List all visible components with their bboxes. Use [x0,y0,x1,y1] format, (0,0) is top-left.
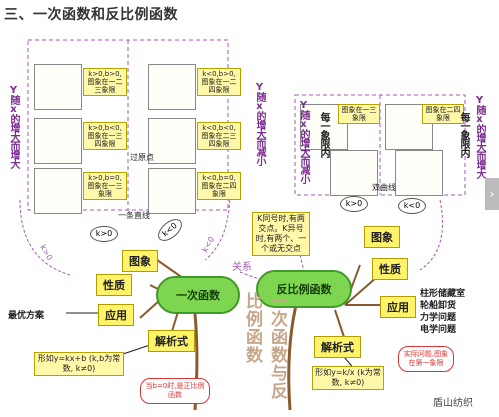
relation-label: 关系 [232,262,252,273]
linear-function-cloud: 一次函数 [156,276,240,314]
graph-thumbnail [34,118,82,164]
image-node: 图象 [364,226,400,248]
apply-list-item: 轮船卸货 [420,301,457,311]
image-node: 图象 [122,250,158,272]
optimal-plan-label: 最优方案 [8,311,45,321]
watermark: 盾山纺织 [429,392,477,411]
apply-node: 应用 [98,304,134,326]
one-line-label: 一条直线 [118,211,150,220]
intersection-note: K同号时,有两交点。K异号时,有两个、一个或无交点 [252,212,310,256]
next-arrow-button[interactable]: › [485,178,499,210]
graph-note: k<0,b<0,图象在二三四象限 [197,122,241,150]
graph-note: 图象在一三象限 [338,104,380,124]
linear-formula-box: 形如y=kx+b (k,b为常数, k≠0) [34,352,124,376]
apply-list-item: 柱形储藏室 [420,289,466,299]
left-each-quadrant-text: 每一象限内 [458,112,469,157]
graph-thumbnail [330,150,378,196]
graph-thumbnail [148,64,196,110]
formula-node: 解析式 [148,330,195,352]
graph-thumbnail [148,168,196,214]
formula-node: 解析式 [314,336,361,358]
graph-note: k<0,b=0,图象在二四象限 [197,172,241,200]
k-positive-oval: k>0 [90,226,118,242]
hyperbola-label: 双曲线 [372,183,396,192]
graph-note: k>0,b=0,图象在一三象限 [83,172,127,200]
left-increase-text: Y随x的增大而增大 [8,85,19,168]
graph-thumbnail [34,168,82,214]
graph-note: k<0,b>0,图象在一二四象限 [197,68,241,96]
inverse-formula-box: 形如y=k/x (k为常数, k≠0) [312,366,384,390]
k-positive-oval: k>0 [340,196,368,212]
graph-thumbnail [395,150,443,196]
inverse-function-cloud: 反比例函数 [256,270,352,308]
graph-note: k>0,b>0,图象在一二三象限 [83,68,127,96]
right-decrease-text: Y随x的增大而减小 [298,100,309,183]
zero-b-bubble: 当b=0时,是正比例函数 [140,378,210,404]
property-node: 性质 [96,274,132,296]
real-problem-bubble: 实际问题,图象在第一象限 [398,346,454,372]
center-vertical-title: 一次函数与反比例函数 [242,292,287,400]
graph-thumbnail [148,118,196,164]
k-negative-oval: k<0 [398,198,426,214]
mid-decrease-text: Y随x的增大而减小 [254,82,265,165]
apply-node: 应用 [380,296,416,318]
right-increase-text: Y随x的增大而增大 [474,95,485,178]
apply-list-item: 电学问题 [420,325,457,335]
property-node: 性质 [372,258,408,280]
apply-list-item: 力学问题 [420,313,457,323]
graph-thumbnail [34,64,82,110]
origin-line-label: 过原点 [130,153,154,162]
right-each-quadrant-text: 每一象限内 [318,112,329,157]
graph-note: k>0,b<0,图象在一三四象限 [83,122,127,150]
graph-note: 图象在二四象限 [422,104,464,124]
page-title: 三、一次函数和反比例函数 [4,7,178,23]
